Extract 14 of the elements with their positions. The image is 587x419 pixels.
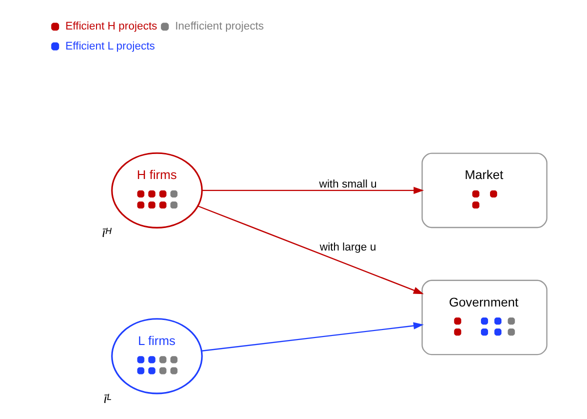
legend-label: Efficient L projects [65,40,155,52]
arrow [202,186,424,194]
node-label: ῑᴴ [102,226,112,240]
legend-label: Efficient H projects [65,20,158,33]
node-box: Government [422,280,548,356]
node-ellipse: H firms [111,152,203,228]
arrow [198,206,424,294]
edge-label: with small u [319,178,377,190]
node-label: ῑᴸ [104,392,112,406]
node-ellipse: L firms [111,318,203,394]
node-box: Market [422,152,548,228]
legend-label: Inefficient projects [175,20,264,33]
arrow [202,322,424,352]
edge-label: with large u [320,242,376,254]
